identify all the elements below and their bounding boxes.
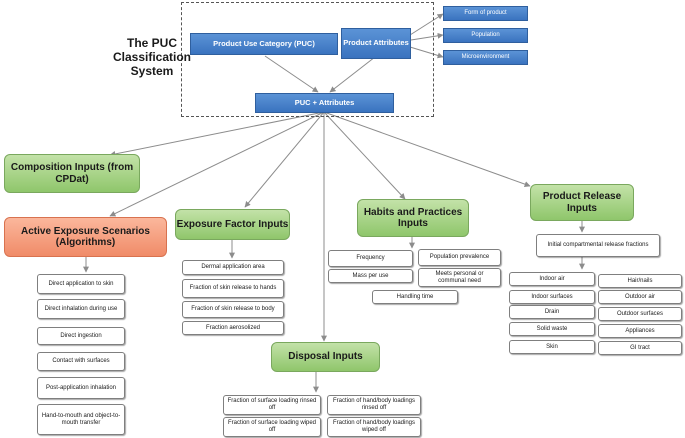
release-item: Hair/nails [598, 274, 682, 288]
habits-item: Meets personal or communal need [418, 268, 501, 287]
arrow-product-attributes-to-puc-attributes [329, 56, 376, 93]
arrow-to-exposure-factor [244, 111, 325, 208]
exposure-factor-item: Fraction of skin release to hands [182, 279, 284, 298]
product-attributes-node: Product Attributes [341, 28, 411, 59]
puc-node: Product Use Category (PUC) [190, 33, 338, 55]
active-exposure-item: Direct application to skin [37, 274, 125, 294]
arrow-to-composition [109, 111, 325, 157]
release-item: Outdoor air [598, 290, 682, 304]
arrow-to-microenvironment [409, 46, 444, 59]
disposal-item: Fraction of surface loading rinsed off [223, 395, 321, 415]
microenvironment-node: Microenvironment [443, 50, 528, 65]
disposal-item: Fraction of hand/body loadings rinsed of… [327, 395, 421, 415]
exposure-factor-item: Dermal application area [182, 260, 284, 275]
release-item: Solid waste [509, 322, 595, 336]
arrow-to-product-release [323, 111, 531, 187]
arrow-puc-to-attributes [264, 55, 319, 93]
release-item: Appliances [598, 324, 682, 338]
habits-item: Mass per use [328, 269, 413, 283]
active-exposure-node: Active Exposure Scenarios (Algorithms) [4, 217, 167, 257]
active-exposure-item: Direct inhalation during use [37, 299, 125, 319]
habits-item: Frequency [328, 250, 413, 267]
arrow-to-active-exposure [109, 111, 325, 217]
active-exposure-item: Direct ingestion [37, 327, 125, 345]
active-exposure-item: Hand-to-mouth and object-to-mouth transf… [37, 404, 125, 435]
arrow-to-population [410, 32, 444, 41]
release-item: GI tract [598, 341, 682, 355]
product-release-node: Product Release Inputs [530, 184, 634, 221]
disposal-item: Fraction of hand/body loadings wiped off [327, 417, 421, 437]
system-title: The PUC Classification System [112, 36, 192, 79]
habits-practices-node: Habits and Practices Inputs [357, 199, 469, 237]
release-item: Drain [509, 305, 595, 319]
exposure-factor-node: Exposure Factor Inputs [175, 209, 290, 240]
disposal-item: Fraction of surface loading wiped off [223, 417, 321, 437]
disposal-inputs-node: Disposal Inputs [271, 342, 380, 372]
exposure-factor-item: Fraction of skin release to body [182, 301, 284, 318]
puc-classification-frame [181, 2, 434, 117]
release-item: Skin [509, 340, 595, 354]
composition-inputs-node: Composition Inputs (from CPDat) [4, 154, 140, 193]
population-node: Population [443, 28, 528, 43]
arrow-to-form-of-product [409, 13, 444, 36]
active-exposure-item: Contact with surfaces [37, 352, 125, 371]
active-exposure-item: Post-application inhalation [37, 377, 125, 399]
release-item: Indoor surfaces [509, 290, 595, 304]
habits-item: Population prevalence [418, 249, 501, 266]
arrow-to-habits [323, 111, 406, 200]
release-item: Outdoor surfaces [598, 307, 682, 321]
release-item: Indoor air [509, 272, 595, 286]
form-of-product-node: Form of product [443, 6, 528, 21]
exposure-factor-item: Fraction aerosolized [182, 321, 284, 335]
habits-item: Handling time [372, 290, 458, 304]
puc-attributes-node: PUC + Attributes [255, 93, 394, 113]
initial-release-fractions: Initial compartmental release fractions [536, 234, 660, 257]
